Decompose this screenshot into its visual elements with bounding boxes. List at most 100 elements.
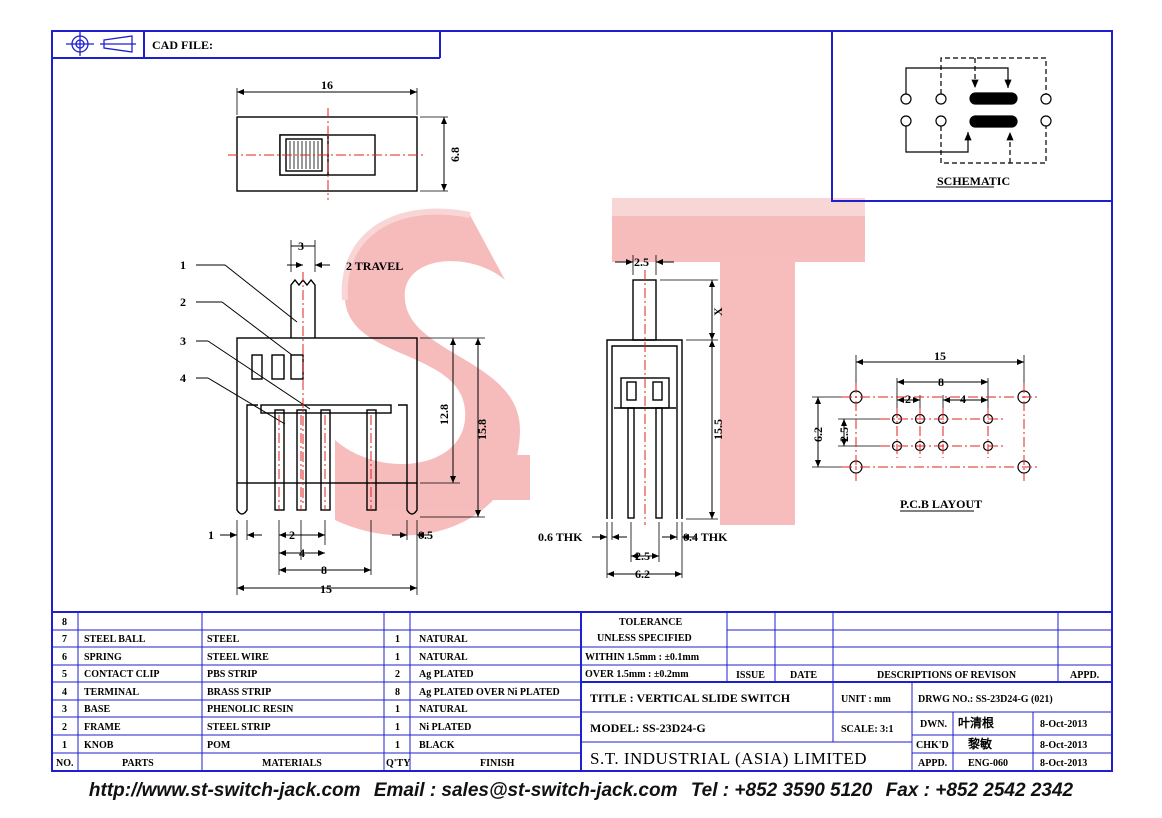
fax: Fax : +852 2542 2342 <box>885 780 1074 801</box>
svg-text:UNIT : mm: UNIT : mm <box>841 694 891 705</box>
projection-symbol-icon <box>66 32 136 56</box>
svg-text:1: 1 <box>62 740 67 751</box>
table-row: 2 FRAME STEEL STRIP 1 Ni PLATED <box>62 722 471 733</box>
email-link[interactable]: Email : sales@st-switch-jack.com <box>373 780 678 801</box>
svg-text:DATE: DATE <box>790 670 817 681</box>
table-row: 1 KNOB POM 1 BLACK <box>62 740 455 751</box>
dim-side-x: X <box>711 307 725 316</box>
front-view-centerlines <box>278 272 372 510</box>
dim-pin-15: 15 <box>320 582 332 596</box>
svg-text:4: 4 <box>62 687 67 698</box>
dim-pcb-2-5: 2.5 <box>837 427 851 442</box>
svg-text:NATURAL: NATURAL <box>419 634 468 645</box>
table-row: 5 CONTACT CLIP PBS STRIP 2 Ag PLATED <box>62 669 474 680</box>
svg-text:8: 8 <box>62 617 67 628</box>
schematic-diagram <box>900 57 1052 188</box>
svg-text:8-Oct-2013: 8-Oct-2013 <box>1040 740 1087 751</box>
svg-text:黎敏: 黎敏 <box>968 736 993 751</box>
svg-text:8: 8 <box>395 687 400 698</box>
contact-footer: http://www.st-switch-jack.com Email : sa… <box>0 780 1162 802</box>
svg-text:UNLESS SPECIFIED: UNLESS SPECIFIED <box>597 633 692 644</box>
dim-thk-right: 0.4 THK <box>683 530 728 544</box>
bom-table-grid <box>52 612 582 771</box>
svg-text:SPRING: SPRING <box>84 652 122 663</box>
dim-knob-width: 3 <box>298 239 304 253</box>
svg-text:BRASS STRIP: BRASS STRIP <box>207 687 271 698</box>
svg-text:2: 2 <box>395 669 400 680</box>
svg-text:ENG-060: ENG-060 <box>968 758 1008 769</box>
svg-text:FINISH: FINISH <box>480 758 515 769</box>
svg-text:1: 1 <box>395 704 400 715</box>
svg-text:STEEL: STEEL <box>207 634 240 645</box>
svg-text:DWN.: DWN. <box>920 719 947 730</box>
svg-text:Ag PLATED OVER Ni PLATED: Ag PLATED OVER Ni PLATED <box>419 687 560 698</box>
table-row: 6 SPRING STEEL WIRE 1 NATURAL <box>62 652 468 663</box>
dim-pin-8: 8 <box>321 563 327 577</box>
svg-text:5: 5 <box>62 669 67 680</box>
dim-pcb-6-2: 6.2 <box>811 427 825 442</box>
table-row: 7 STEEL BALL STEEL 1 NATURAL <box>62 634 468 645</box>
svg-text:FRAME: FRAME <box>84 722 121 733</box>
drawing-title: TITLE : VERTICAL SLIDE SWITCH <box>590 691 791 705</box>
svg-text:8-Oct-2013: 8-Oct-2013 <box>1040 719 1087 730</box>
dim-travel: 2 TRAVEL <box>346 259 403 273</box>
table-row: 8 <box>62 617 67 628</box>
svg-text:1: 1 <box>395 740 400 751</box>
dim-side-width: 2.5 <box>634 255 649 269</box>
svg-text:7: 7 <box>62 634 67 645</box>
svg-text:ISSUE: ISSUE <box>736 670 765 681</box>
svg-text:1: 1 <box>395 634 400 645</box>
dim-height-12-8: 12.8 <box>437 404 451 425</box>
schematic-label: SCHEMATIC <box>937 174 1010 188</box>
tolerance-block: TOLERANCE UNLESS SPECIFIED WITHIN 1.5mm … <box>585 617 700 680</box>
svg-text:DESCRIPTIONS OF REVISON: DESCRIPTIONS OF REVISON <box>877 670 1017 681</box>
top-view <box>236 88 448 192</box>
svg-text:STEEL STRIP: STEEL STRIP <box>207 722 271 733</box>
dim-pcb-2: 2 <box>905 392 911 406</box>
svg-text:8-Oct-2013: 8-Oct-2013 <box>1040 758 1087 769</box>
svg-text:SCALE: 3:1: SCALE: 3:1 <box>841 724 894 735</box>
dim-pin-0-5: 0.5 <box>418 528 433 542</box>
company-name: S.T. INDUSTRIAL (ASIA) LIMITED <box>590 749 867 768</box>
cad-file-label: CAD FILE: <box>152 38 213 52</box>
svg-text:KNOB: KNOB <box>84 740 114 751</box>
telephone: Tel : +852 3590 5120 <box>690 780 873 801</box>
svg-text:CONTACT CLIP: CONTACT CLIP <box>84 669 159 680</box>
svg-text:STEEL WIRE: STEEL WIRE <box>207 652 269 663</box>
svg-text:TOLERANCE: TOLERANCE <box>619 617 682 628</box>
bom-rows: 8 7 STEEL BALL STEEL 1 NATURAL 6 SPRING … <box>62 617 560 751</box>
svg-text:MATERIALS: MATERIALS <box>262 758 322 769</box>
st-watermark <box>335 198 865 536</box>
svg-text:OVER 1.5mm : ±0.2mm: OVER 1.5mm : ±0.2mm <box>585 669 689 680</box>
svg-text:BLACK: BLACK <box>419 740 455 751</box>
dim-pin-2: 2 <box>289 528 295 542</box>
table-row: 4 TERMINAL BRASS STRIP 8 Ag PLATED OVER … <box>62 687 560 698</box>
revision-header: ISSUE DATE DESCRIPTIONS OF REVISON APPD. <box>736 670 1100 681</box>
dim-top-width: 16 <box>321 78 333 92</box>
dim-thk-left: 0.6 THK <box>538 530 583 544</box>
callout-3: 3 <box>180 334 186 348</box>
svg-text:1: 1 <box>395 652 400 663</box>
title-block-grid <box>581 612 1112 771</box>
svg-text:NATURAL: NATURAL <box>419 704 468 715</box>
svg-text:DRWG NO.: SS-23D24-G (021): DRWG NO.: SS-23D24-G (021) <box>918 694 1053 705</box>
table-row: 3 BASE PHENOLIC RESIN 1 NATURAL <box>62 704 468 715</box>
svg-text:TERMINAL: TERMINAL <box>84 687 139 698</box>
website-link[interactable]: http://www.st-switch-jack.com <box>88 780 361 801</box>
dim-pcb-15: 15 <box>934 349 946 363</box>
svg-text:POM: POM <box>207 740 231 751</box>
title-block: TITLE : VERTICAL SLIDE SWITCH UNIT : mm … <box>590 691 1087 769</box>
svg-text:6: 6 <box>62 652 67 663</box>
dim-side-pitch: 2.5 <box>635 549 650 563</box>
svg-text:PBS STRIP: PBS STRIP <box>207 669 257 680</box>
dim-pin-1: 1 <box>208 528 214 542</box>
svg-text:PARTS: PARTS <box>122 758 154 769</box>
svg-text:WITHIN 1.5mm : ±0.1mm: WITHIN 1.5mm : ±0.1mm <box>585 652 700 663</box>
svg-text:Ag PLATED: Ag PLATED <box>419 669 474 680</box>
dim-pin-4: 4 <box>299 546 305 560</box>
svg-text:BASE: BASE <box>84 704 110 715</box>
svg-text:叶清根: 叶清根 <box>958 715 994 730</box>
svg-text:STEEL BALL: STEEL BALL <box>84 634 146 645</box>
dim-pcb-8: 8 <box>938 375 944 389</box>
